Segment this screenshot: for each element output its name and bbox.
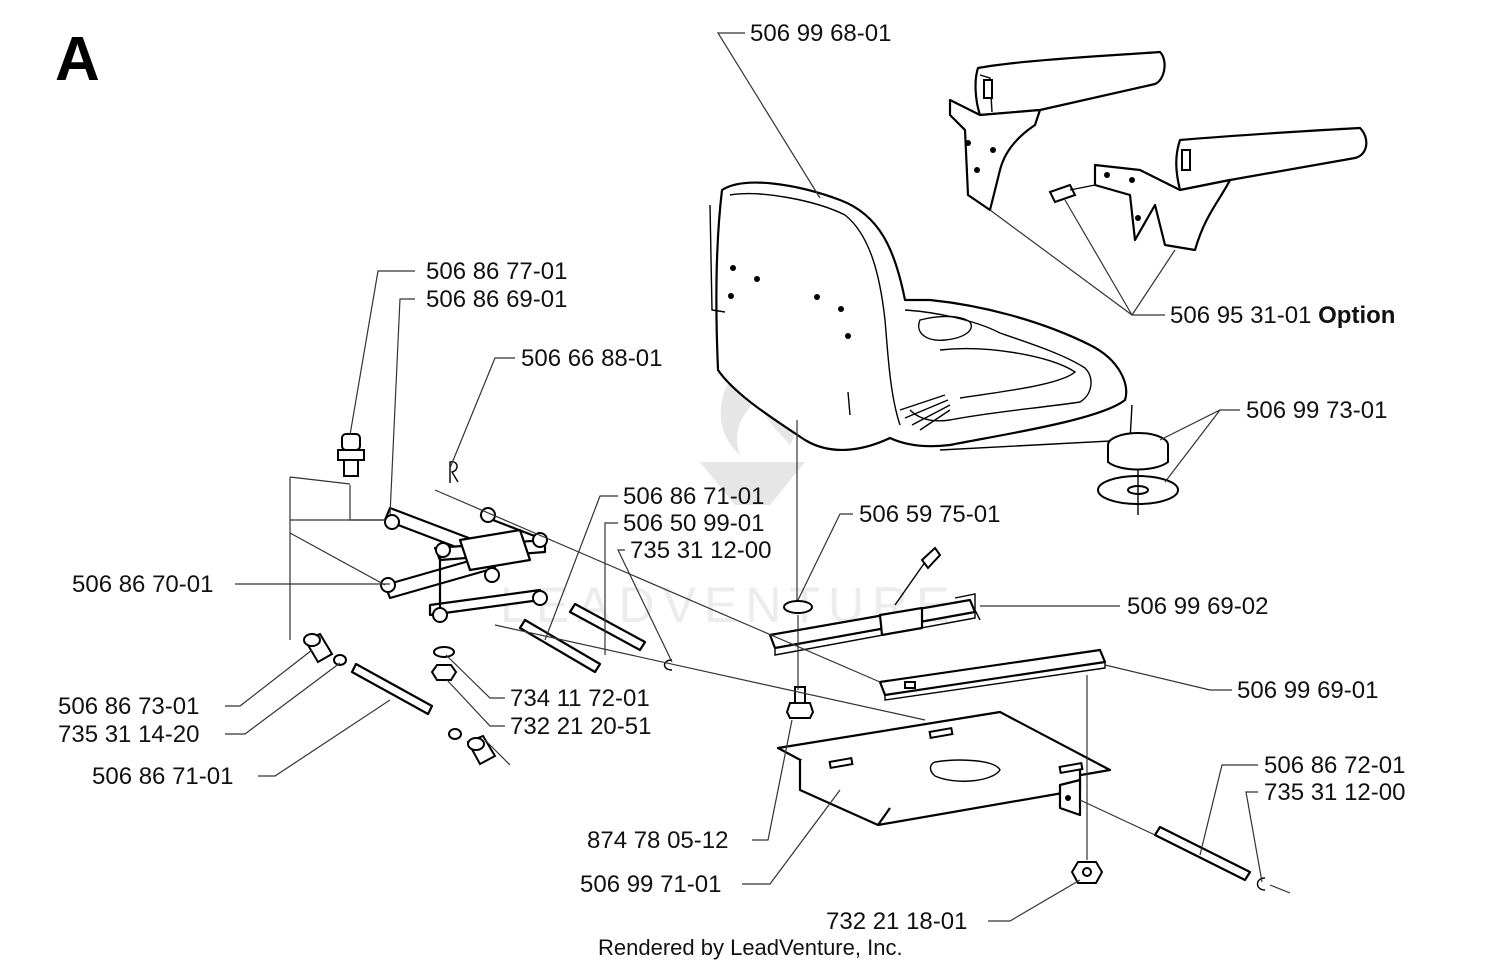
callout-base-plate: 506 99 71-01 bbox=[580, 871, 721, 898]
rail-lower-drawing bbox=[878, 648, 1107, 701]
callout-armrest-option: 506 95 31-01 Option bbox=[1170, 302, 1395, 329]
callout-linkage-pin: 506 86 69-01 bbox=[426, 286, 567, 313]
callout-linkage: 506 86 70-01 bbox=[72, 571, 213, 598]
callout-clip-lower-right: 735 31 12-00 bbox=[1264, 779, 1405, 806]
callout-spring-r: 506 66 88-01 bbox=[521, 345, 662, 372]
callout-rail-lower: 506 99 69-01 bbox=[1237, 677, 1378, 704]
washer-upper-drawing bbox=[783, 600, 813, 614]
armrest-left-drawing bbox=[948, 50, 1166, 212]
linkage-drawing bbox=[380, 506, 548, 623]
callout-labels: 506 99 68-01 506 95 31-01 Option 506 86 … bbox=[58, 20, 1405, 935]
callout-bushing: 506 86 73-01 bbox=[58, 693, 199, 720]
seat-drawing bbox=[709, 181, 1133, 451]
grommet-drawing bbox=[1097, 432, 1179, 515]
callout-nut-lower-left: 732 21 20-51 bbox=[510, 713, 651, 740]
callout-clip-lower-left: 735 31 14-20 bbox=[58, 721, 199, 748]
callout-rail-upper: 506 99 69-02 bbox=[1127, 593, 1268, 620]
spring-r-drawing bbox=[449, 461, 459, 483]
callout-rod-short: 506 50 99-01 bbox=[623, 510, 764, 537]
callout-rod-lower-right: 506 86 72-01 bbox=[1264, 752, 1405, 779]
armrest-right-drawing bbox=[1048, 126, 1368, 252]
callout-clip-upper: 735 31 12-00 bbox=[630, 537, 771, 564]
washer-nut-drawing bbox=[430, 646, 458, 681]
bolt-drawing bbox=[785, 686, 815, 719]
section-letter: A bbox=[55, 25, 100, 94]
bumper-top-drawing bbox=[337, 433, 365, 477]
callout-bolt: 874 78 05-12 bbox=[587, 827, 728, 854]
rods-drawing bbox=[350, 602, 1266, 891]
callout-rod-long: 506 86 71-01 bbox=[623, 483, 764, 510]
credit-text: Rendered by LeadVenture, Inc. bbox=[598, 935, 903, 960]
rail-upper-drawing bbox=[768, 546, 981, 656]
leader-lines bbox=[225, 32, 1291, 922]
bushings-drawing bbox=[303, 632, 497, 766]
callout-grommet: 506 99 73-01 bbox=[1246, 397, 1387, 424]
base-plate-drawing bbox=[776, 710, 1112, 827]
callout-washer-upper: 506 59 75-01 bbox=[859, 501, 1000, 528]
callout-bumper-top: 506 86 77-01 bbox=[426, 258, 567, 285]
nut-lower-right-drawing bbox=[1070, 861, 1104, 884]
callout-nut-lower-right: 732 21 18-01 bbox=[826, 908, 967, 935]
callout-rod-lower-left: 506 86 71-01 bbox=[92, 763, 233, 790]
callout-washer-nut: 734 11 72-01 bbox=[510, 685, 650, 712]
callout-seat: 506 99 68-01 bbox=[750, 20, 891, 47]
